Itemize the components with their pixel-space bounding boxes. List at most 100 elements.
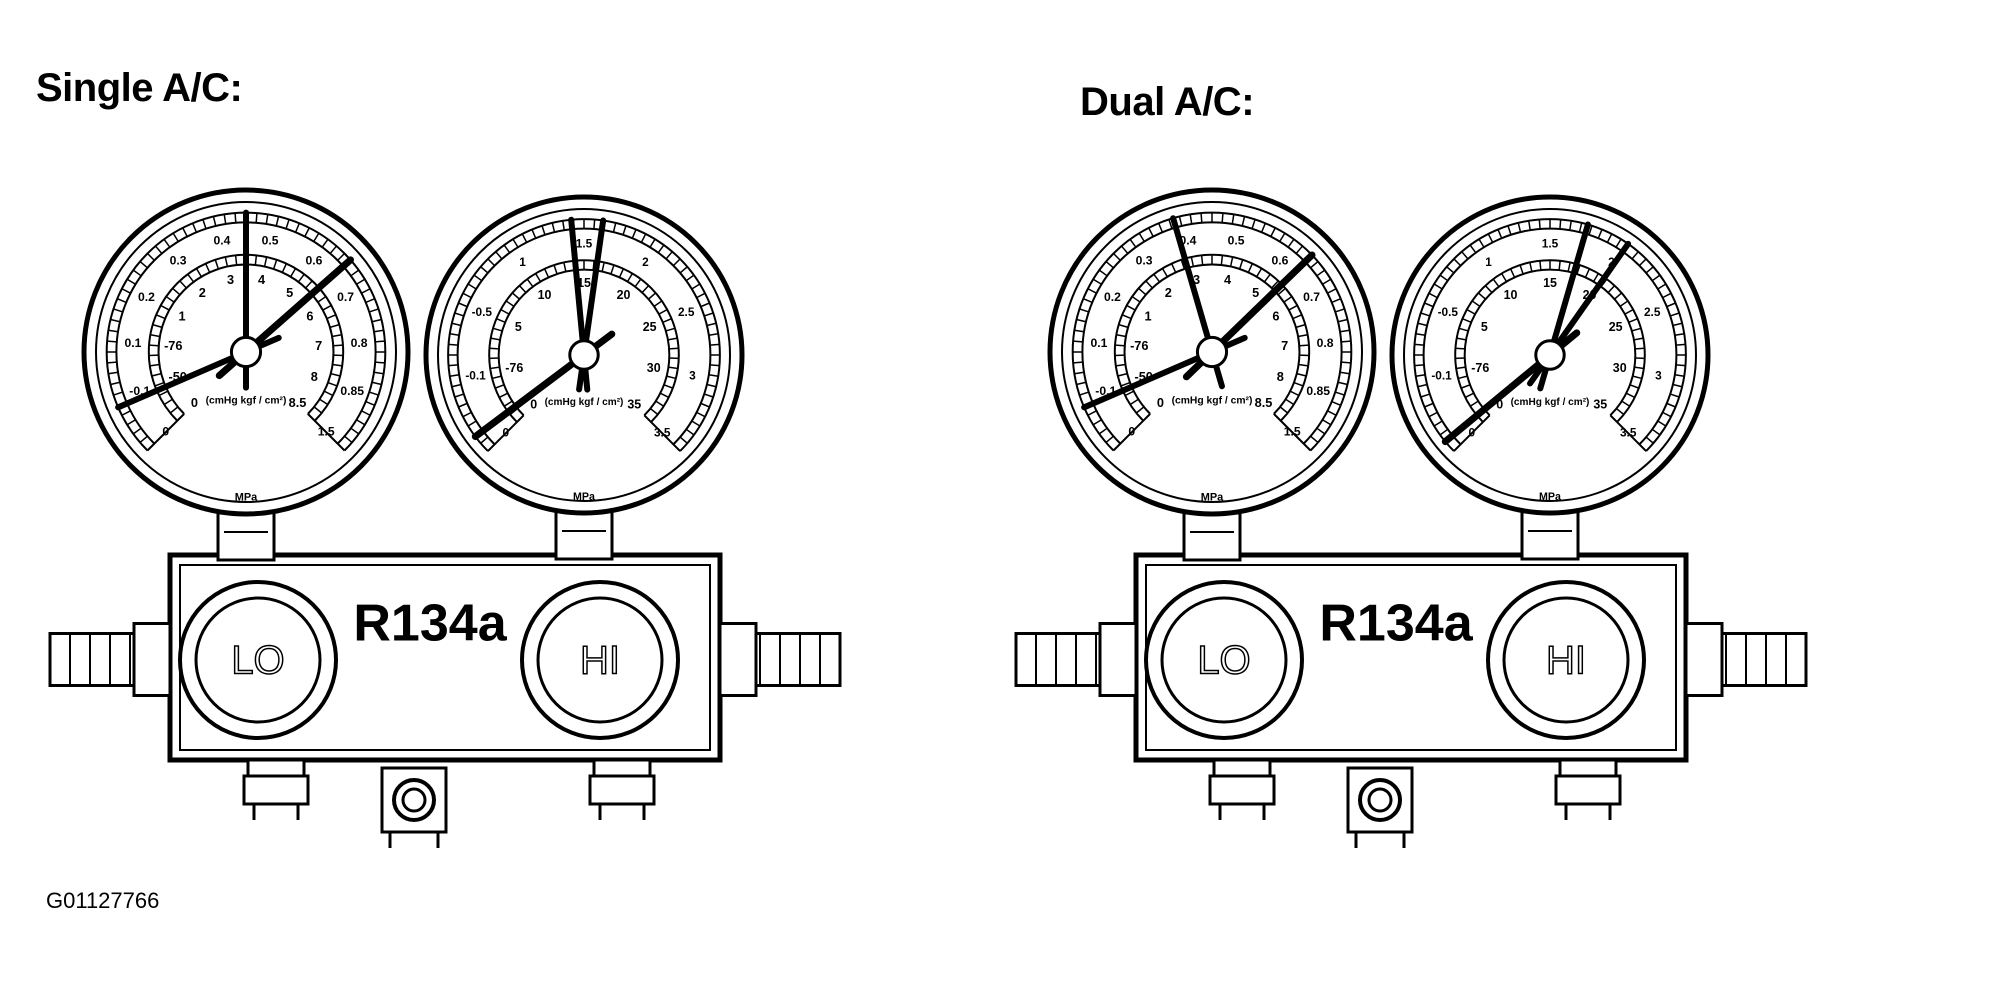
dual-high-inner-tick <box>1469 400 1479 407</box>
single-high-outer-tick <box>649 238 656 248</box>
dual-lo-label: LO <box>1197 639 1250 683</box>
single-high-outer-tick <box>703 393 714 398</box>
dual-high-outer-tick <box>1657 283 1667 290</box>
dual-high-outer-tick <box>1569 220 1572 231</box>
dual-high-inner-tick <box>1634 366 1644 370</box>
dual-low-inner-label: 8 <box>1277 369 1284 384</box>
dual-low-inner-label: 2 <box>1165 285 1172 300</box>
single-low-inner-tick <box>152 323 163 329</box>
dual-high-outer-tick <box>1417 383 1428 388</box>
dual-low-outer-label: 0.5 <box>1228 233 1245 247</box>
dual-low-outer-tick <box>1200 213 1203 223</box>
single-high-outer-tick <box>473 274 483 282</box>
dual-high-outer-scale-inner-arc <box>1422 227 1678 446</box>
single-high-inner-tick <box>496 318 506 324</box>
dual-right-coupler <box>1684 622 1808 697</box>
dual-low-gauge-face <box>1061 201 1363 503</box>
single-low-outer-label: 0.5 <box>262 233 279 247</box>
dual-high-outer-tick <box>1615 238 1622 248</box>
single-low-outer-tick <box>107 361 117 364</box>
single-high-inner-label: 25 <box>643 320 657 334</box>
dual-low-outer-tick <box>1327 410 1337 416</box>
single-high-outer-tick <box>512 238 519 248</box>
single-low-outer-tick <box>365 297 376 304</box>
single-low-outer-tick <box>191 222 198 233</box>
single-high-outer-tick <box>679 266 688 274</box>
single-low-outer-tick <box>154 245 163 254</box>
single-low-outer-tick <box>373 371 384 375</box>
dual-high-inner-tick <box>1484 285 1493 294</box>
single-low-outer-tick <box>139 435 148 444</box>
single-high-inner-label: 10 <box>538 288 552 302</box>
single-low-outer-tick <box>113 391 123 396</box>
dual-low-inner-tick <box>1289 390 1300 397</box>
dual-low-outer-tick <box>1341 361 1351 364</box>
single-high-outer-tick <box>503 244 511 254</box>
single-low-outer-tick <box>139 260 148 269</box>
single-low-outer-tick <box>132 427 142 435</box>
single-low-outer-tick <box>234 213 237 223</box>
single-hi-knob: HI <box>520 580 680 740</box>
dual-low-inner-tick <box>1220 255 1224 266</box>
single-high-inner-tick <box>665 327 676 332</box>
dual-low-inner-tick <box>1153 273 1161 283</box>
dual-low-outer-label: 0.1 <box>1090 336 1107 350</box>
single-high-inner-label: 20 <box>617 288 631 302</box>
dual-high-outer-tick <box>1417 322 1428 327</box>
single-low-inner-label: 8.5 <box>289 395 307 410</box>
single-high-inner-tick <box>662 318 672 324</box>
single-low-outer-label: 0.6 <box>306 253 323 267</box>
single-low-outer-tick <box>121 410 131 416</box>
dual-low-inner-label: 0 <box>1157 395 1164 410</box>
single-high-inner-tick <box>618 268 625 278</box>
dual-high-scale-end <box>1609 414 1647 452</box>
dual-low-outer-label: 0.3 <box>1136 253 1153 267</box>
single-low-outer-tick <box>329 245 338 254</box>
dual-high-inner-tick <box>1462 318 1472 324</box>
coupler-nut <box>718 622 758 697</box>
single-low-outer-tick <box>294 222 301 233</box>
single-high-unit-label: (cmHg kgf / cm²) <box>545 397 624 408</box>
dual-low-outer-tick <box>1339 329 1350 333</box>
dual-high-outer-tick <box>1606 233 1613 243</box>
single-high-inner-tick <box>563 262 567 272</box>
dual-low-inner-tick <box>1121 314 1132 320</box>
single-high-outer-tick <box>691 420 701 427</box>
single-high-inner-tick <box>634 278 642 288</box>
dual-high-inner-tick <box>1464 392 1475 399</box>
single-low-outer-tick <box>121 288 131 294</box>
single-high-inner-tick <box>518 285 527 294</box>
single-high-outer-tick <box>593 219 596 230</box>
dual-low-scale-end <box>1112 413 1151 452</box>
single-high-outer-tick <box>706 322 717 327</box>
single-low-outer-tick <box>126 278 136 285</box>
coupler-nut <box>132 622 172 697</box>
single-high-inner-tick <box>490 337 501 341</box>
single-high-inner-tick <box>653 300 663 307</box>
single-low-outer-tick <box>172 232 179 242</box>
single-high-inner-tick <box>498 392 509 399</box>
dual-high-outer-tick <box>1669 393 1680 398</box>
dual-high-outer-tick <box>1666 302 1676 308</box>
dual-low-inner-tick <box>1200 255 1204 266</box>
dual-low-inner-tick <box>1180 259 1186 270</box>
dual-high-outer-tick <box>1453 258 1462 267</box>
single-low-outer-label: 1.5 <box>318 424 335 438</box>
single-high-outer-tick <box>458 402 468 408</box>
dual-lo-knob: LO <box>1144 580 1304 740</box>
dual-high-outer-tick <box>1469 244 1477 254</box>
dual-high-outer-tick <box>1675 364 1686 367</box>
single-low-outer-tick <box>202 219 207 229</box>
dual-low-inner-tick <box>1283 295 1293 303</box>
single-high-outer-tick <box>640 233 647 243</box>
single-high-inner-tick <box>647 292 657 300</box>
dual-high-inner-tick <box>1500 273 1508 283</box>
single-high-outer-tick <box>708 333 719 336</box>
single-high-outer-tick <box>454 393 465 398</box>
dual-low-outer-tick <box>1087 410 1097 416</box>
single-low-inner-tick <box>187 273 195 283</box>
single-high-outer-label: 1.5 <box>576 237 593 251</box>
dual-high-inner-tick <box>1629 384 1640 389</box>
single-low-outer-tick <box>116 297 127 304</box>
